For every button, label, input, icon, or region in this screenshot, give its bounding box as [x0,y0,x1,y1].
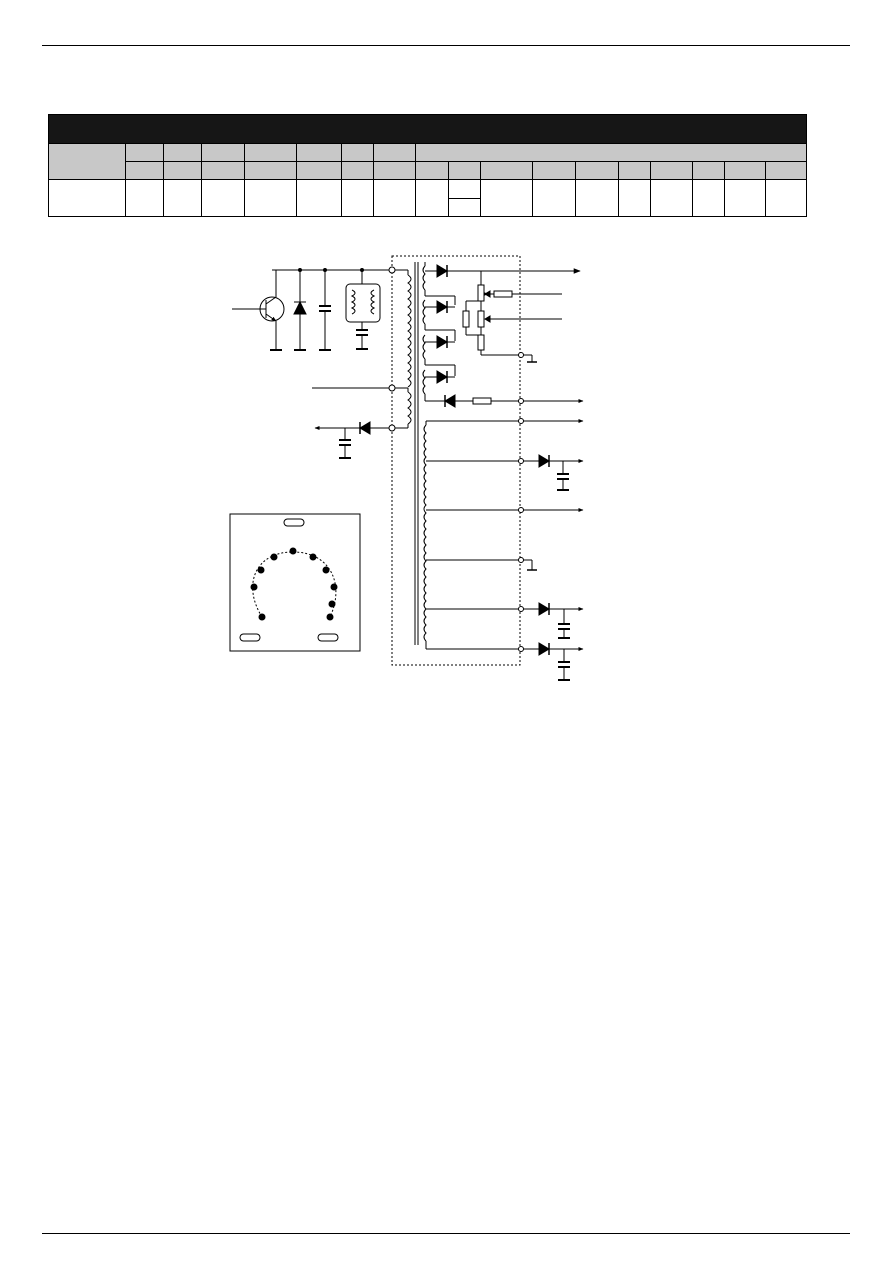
data-cell [764,179,808,217]
ground-symbol [527,560,537,571]
data-cell [650,179,693,217]
terminal-node [388,424,396,432]
tuning-capacitor-symbol [319,268,331,351]
mounting-slot [317,633,339,642]
data-cell [724,179,766,217]
pin-circle-arc [252,551,337,618]
data-cell [415,179,449,217]
terminal-node [518,352,524,358]
subheader-cell [244,160,297,181]
header-cell [296,142,342,162]
pin-dot [309,553,317,561]
header-cell [373,142,416,162]
mounting-slot [239,633,261,642]
spec-table [47,114,808,218]
data-cell [163,179,202,217]
header-cell [244,142,297,162]
abl-output-symbol [425,394,584,408]
mounting-slot [283,518,305,527]
terminal-node [518,418,524,424]
header-cell [125,142,164,162]
data-cell [480,179,533,217]
pin-dots [250,547,338,621]
pin-dot [289,547,297,555]
subheader-cell [415,160,449,181]
table-title [47,114,808,144]
terminal-node [518,606,524,612]
subheader-cell [575,160,619,181]
subheader-cell [125,160,164,181]
top-rule [42,45,850,46]
subheader-cell [296,160,342,181]
rectified-output-symbol [534,454,584,491]
auxiliary-rectifier-symbol [314,421,389,459]
transistor-symbol [232,270,285,351]
data-cell [373,179,416,217]
pin-dot [328,600,336,608]
subheader-cell [764,160,808,181]
pin-dot [330,583,338,591]
table-data-row [48,179,808,217]
data-cell [201,179,245,217]
header-cell [341,142,374,162]
header-group-cell [414,142,808,162]
focus-divider-symbol [462,271,562,363]
subheader-cell [650,160,693,181]
pin-dot [257,566,265,574]
terminal-node [388,266,396,274]
deflection-yoke-symbol [345,268,381,350]
subheader-cell [448,160,481,181]
data-cell [532,179,576,217]
subheader-cell [532,160,576,181]
pin-diagram-frame [229,513,361,652]
pin-dot [250,583,258,591]
pin-dot [326,613,334,621]
subheader-cell [201,160,245,181]
hv-winding-stack [422,262,581,401]
subheader-cell [692,160,725,181]
pin-diagram [229,513,361,652]
subheader-cell [341,160,374,181]
header-cell [201,142,245,162]
data-cell-lower [448,197,481,218]
rectified-output-symbol [532,602,584,639]
terminal-node [518,507,524,513]
transformer-schematic [229,255,584,681]
data-cell [575,179,619,217]
table-header-row-1 [48,142,808,181]
terminal-node [518,398,524,404]
subheader-cell [618,160,651,181]
data-cell [341,179,374,217]
pin-dot [258,613,266,621]
subheader-cell [163,160,202,181]
data-cell [618,179,651,217]
table-header-row-2 [49,160,808,181]
terminal-node [518,557,524,563]
secondary-winding-stack [423,419,584,650]
subheader-cell [373,160,416,181]
header-cell [163,142,202,162]
terminal-node [388,384,396,392]
data-cell [296,179,342,217]
rectified-output-symbol [532,642,584,681]
data-cell [125,179,164,217]
subheader-cell [724,160,766,181]
table-title-band [47,114,808,144]
table-data-row-2 [49,197,807,218]
pin-dot [270,553,278,561]
bottom-rule [42,1233,850,1234]
model-cell [48,179,126,217]
pin-dot [322,566,330,574]
primary-winding-symbol [392,262,419,645]
terminal-node [518,646,524,652]
data-cell [692,179,725,217]
data-cell [244,179,297,217]
model-header-cell [48,142,126,181]
terminal-node [518,458,524,464]
subheader-cell [480,160,533,181]
damper-diode-symbol [293,268,307,351]
data-cell-upper [448,179,481,199]
